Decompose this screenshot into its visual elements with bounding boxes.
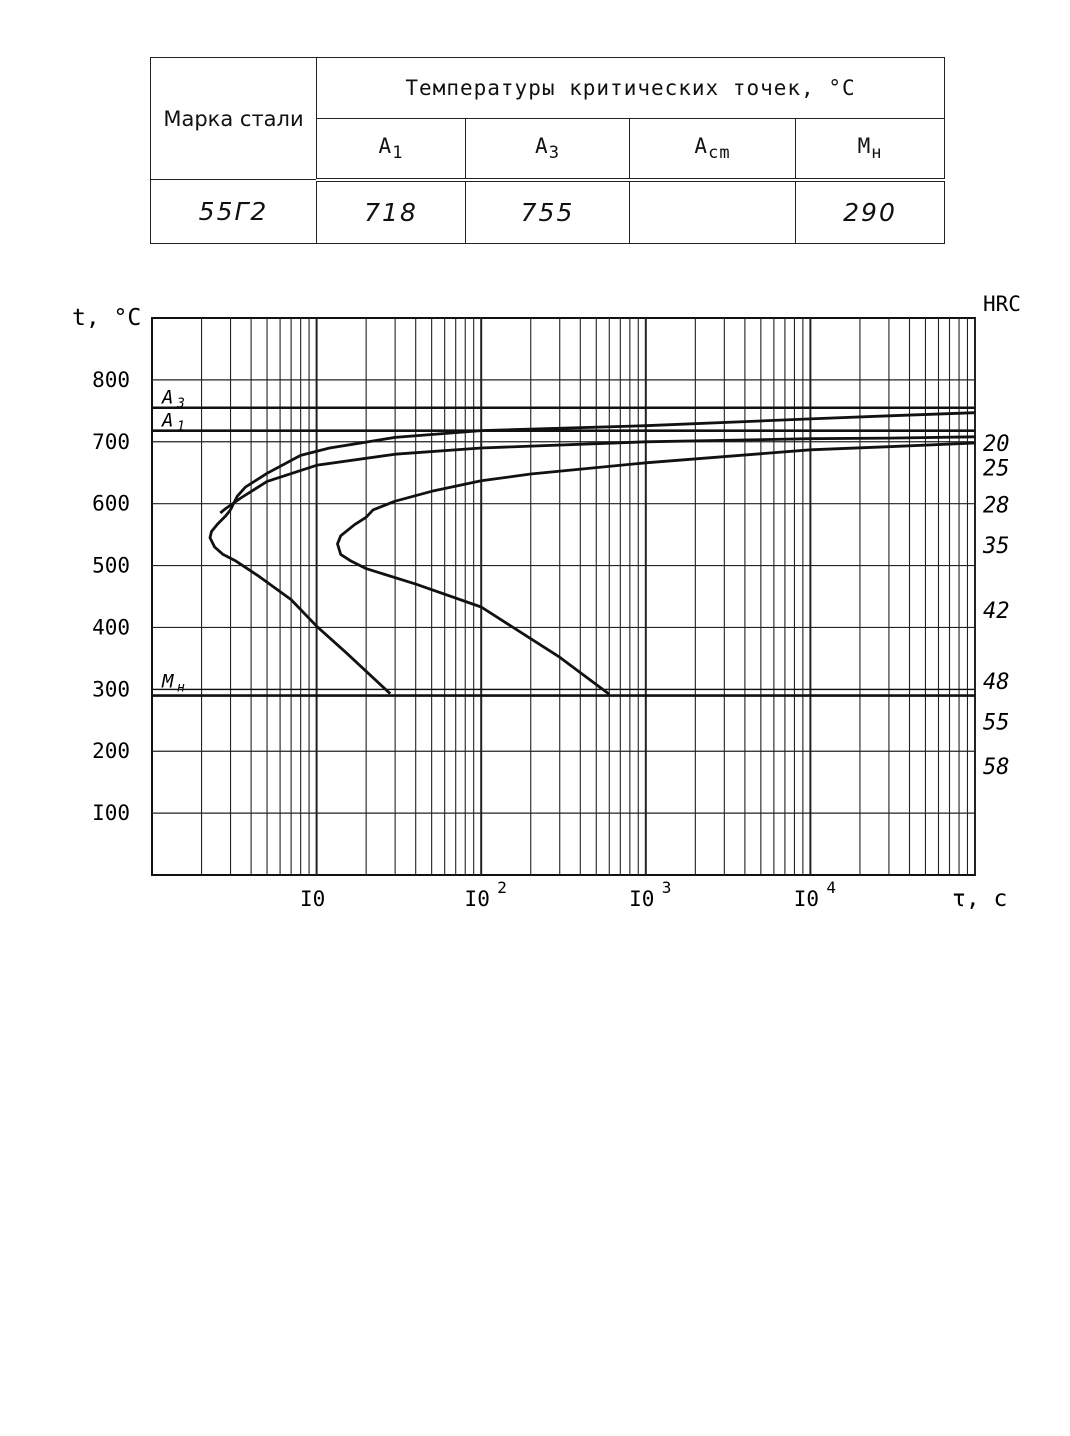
curve-2: [219, 435, 976, 515]
y-tick-label: 400: [92, 615, 130, 639]
a3-header: A3: [465, 118, 630, 182]
hrc-label: 48: [983, 670, 1010, 695]
hrc-label: 58: [983, 755, 1010, 780]
x-tick-label: I0: [794, 887, 819, 911]
critical-points-table: Марка стали Температуры критических точе…: [150, 57, 946, 244]
y-tick-label: 500: [92, 554, 130, 578]
hrc-label: 25: [983, 457, 1010, 482]
steel-grade-header: Марка стали: [150, 57, 317, 180]
steel-grade-value: 55Г2: [150, 179, 317, 244]
hrc-label: 42: [983, 599, 1010, 624]
curve-3: [336, 441, 976, 696]
hrc-label: 28: [983, 494, 1010, 519]
x-tick-exponent: 4: [826, 878, 836, 897]
x-tick-exponent: 3: [662, 878, 672, 897]
reference-label-sub: 1: [177, 420, 185, 435]
y-tick-label: 200: [92, 739, 130, 763]
reference-label: A: [161, 387, 173, 409]
grid: [152, 318, 976, 875]
hrc-axis-title: HRC: [983, 292, 1021, 316]
hrc-label: 55: [983, 710, 1010, 735]
a1-value: 718: [316, 179, 466, 244]
reference-label: M: [161, 671, 174, 693]
x-tick-label: I0: [300, 887, 325, 911]
reference-label-sub: 3: [176, 397, 185, 412]
acm-header: Acm: [629, 118, 796, 182]
y-tick-label: 800: [92, 368, 130, 392]
y-tick-label: I00: [92, 801, 130, 825]
y-tick-label: 300: [92, 677, 130, 701]
x-tick-label: I0: [629, 887, 654, 911]
a1-header: A1: [316, 118, 466, 182]
x-axis-title: τ, с: [952, 886, 1007, 912]
hrc-label: 20: [983, 432, 1010, 457]
y-tick-label: 600: [92, 492, 130, 516]
reference-label-sub: н: [177, 681, 185, 696]
mn-header: Mн: [794, 118, 946, 182]
curve-4: [208, 509, 392, 695]
curve-1: [229, 411, 976, 511]
plot-frame: [151, 317, 976, 876]
x-tick-exponent: 2: [497, 878, 507, 897]
a3-value: 755: [465, 179, 630, 244]
critical-temps-header: Температуры критических точек, °C: [315, 57, 946, 119]
mn-value: 290: [794, 179, 946, 244]
acm-value: [629, 179, 796, 244]
hrc-label: 35: [982, 534, 1010, 559]
y-tick-label: 700: [92, 430, 130, 454]
y-axis-title: t, °C: [72, 305, 141, 331]
reference-label: A: [161, 410, 173, 432]
x-tick-label: I0: [465, 887, 490, 911]
